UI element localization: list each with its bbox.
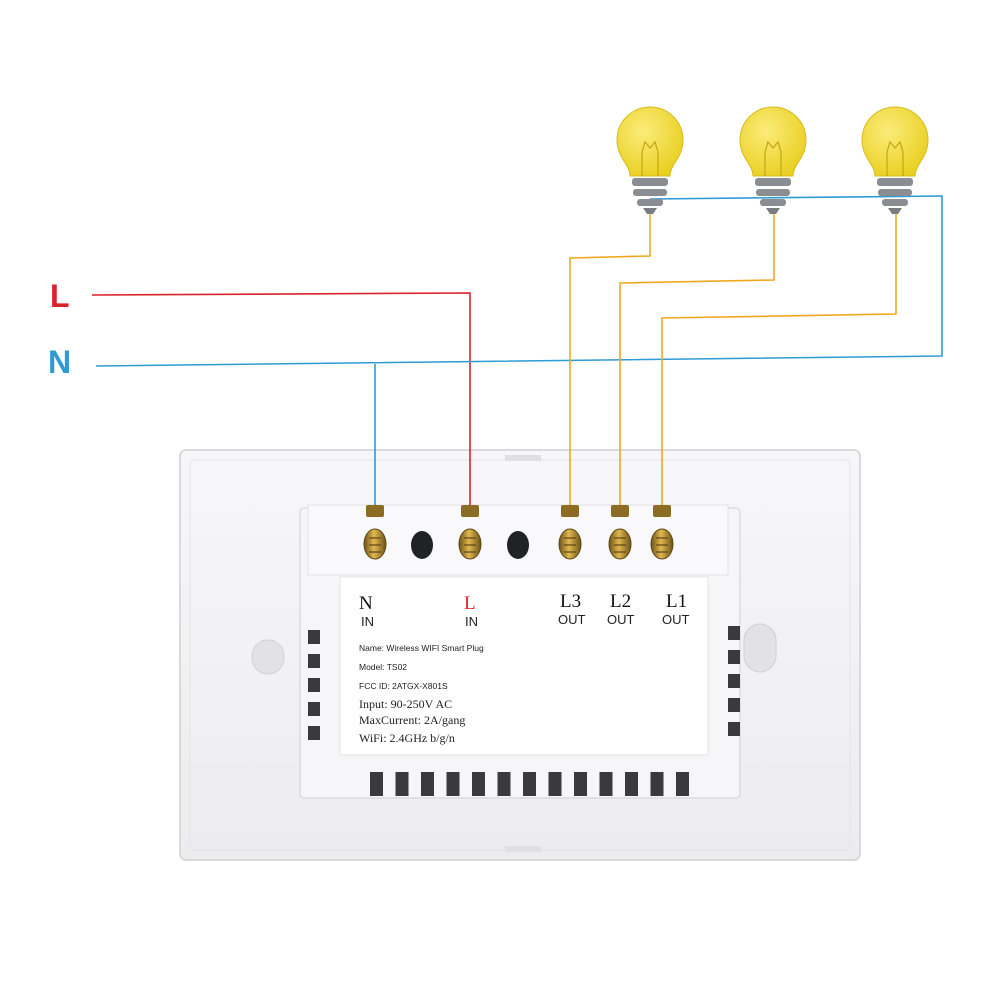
- spec-wifi-line: WiFi: 2.4GHz b/g/n: [359, 731, 455, 745]
- spec-label-sticker: N IN L IN L3 OUT L2 OUT L1 OUT Name: Wir…: [339, 576, 709, 756]
- wires: [91, 195, 943, 512]
- vent-slot: [395, 772, 409, 796]
- terminal-label-l2: L2: [610, 591, 631, 612]
- terminal-label-l: L: [464, 593, 476, 614]
- vent-slot: [523, 772, 536, 796]
- terminal-label-n: N: [359, 593, 373, 614]
- output-wire-l3: [569, 212, 651, 512]
- vent-slot: [548, 772, 562, 796]
- terminal-sub-n: IN: [361, 614, 374, 629]
- vent-slot: [625, 772, 638, 796]
- light-bulb-icon: [861, 106, 929, 214]
- terminal-screw-icon: [650, 505, 674, 560]
- terminal-sub-l3: OUT: [558, 612, 586, 627]
- vent-slot: [599, 772, 613, 796]
- live-wire: [91, 292, 471, 512]
- terminal-hole: [507, 531, 529, 559]
- neutral-wire: [95, 195, 943, 367]
- output-wire-l2: [619, 212, 775, 512]
- terminal-sub-l: IN: [465, 614, 478, 629]
- terminal-label-l3: L3: [560, 591, 581, 612]
- spec-current-line: MaxCurrent: 2A/gang: [359, 713, 465, 727]
- terminal-label-l1: L1: [666, 591, 687, 612]
- terminal-screw-icon: [363, 505, 387, 560]
- light-bulb-icon: [616, 106, 684, 214]
- vent-slot: [421, 772, 434, 796]
- vent-slot: [650, 772, 664, 796]
- terminal-hole: [411, 531, 433, 559]
- vent-slot: [370, 772, 383, 796]
- neutral-line-label: N: [48, 344, 71, 380]
- vent-slot: [472, 772, 485, 796]
- terminal-screw-icon: [558, 505, 582, 560]
- terminal-sub-l1: OUT: [662, 612, 690, 627]
- live-line-label: L: [50, 278, 70, 314]
- spec-fcc-line: FCC ID: 2ATGX-X801S: [359, 681, 448, 691]
- terminal-screw-icon: [458, 505, 482, 560]
- terminal-sub-l2: OUT: [607, 612, 635, 627]
- spec-model-line: Model: TS02: [359, 662, 407, 672]
- vent-slot: [446, 772, 460, 796]
- terminal-screw-icon: [608, 505, 632, 560]
- output-wire-l1: [661, 212, 897, 512]
- spec-input-line: Input: 90-250V AC: [359, 697, 452, 711]
- mounting-slot-left: [251, 639, 285, 675]
- spec-name-line: Name: Wireless WIFI Smart Plug: [359, 643, 484, 653]
- mounting-slot-right: [743, 623, 777, 673]
- light-bulb-icon: [739, 106, 807, 214]
- vent-slot: [574, 772, 587, 796]
- vent-slot: [497, 772, 511, 796]
- vent-slot: [676, 772, 689, 796]
